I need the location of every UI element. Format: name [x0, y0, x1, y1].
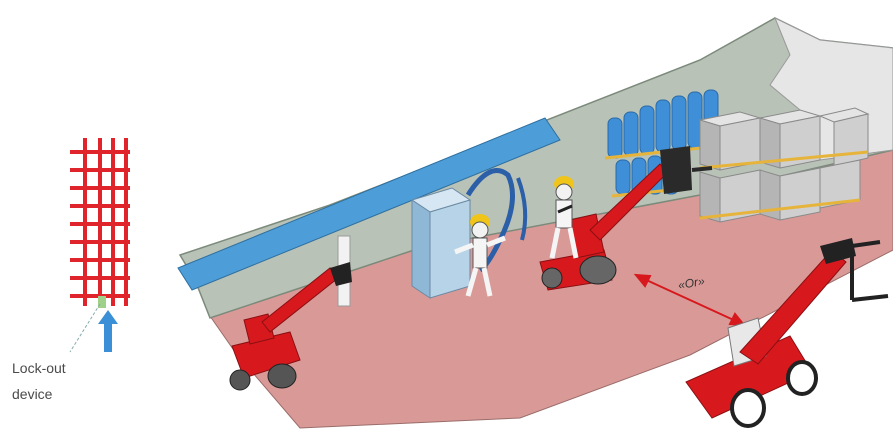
lockout-label: Lock-out	[12, 360, 66, 377]
up-arrow-icon	[98, 310, 118, 352]
lockout-label-2: device	[12, 386, 52, 403]
lockout-grid-icon	[70, 138, 130, 306]
lockout-pointer-line	[70, 304, 100, 352]
